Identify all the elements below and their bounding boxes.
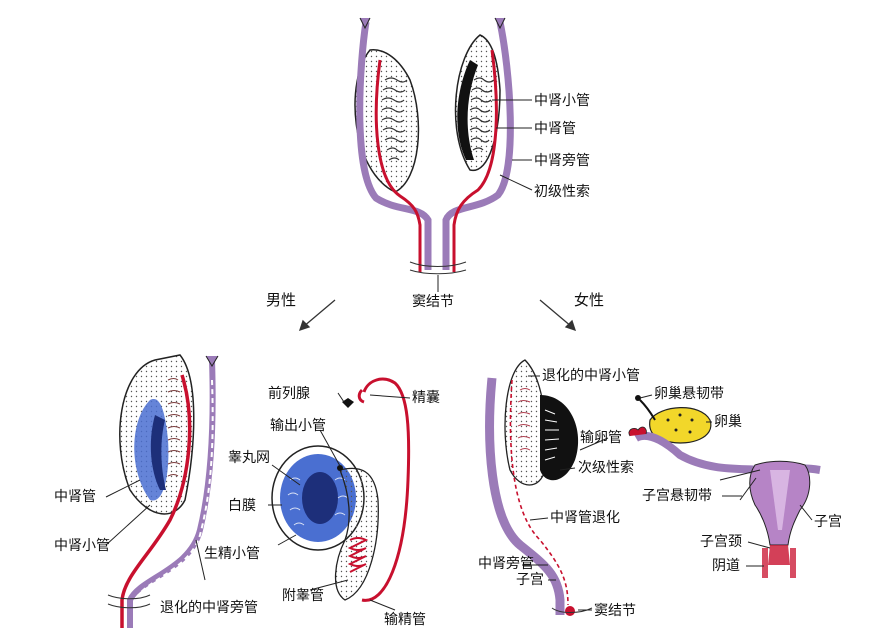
label-rete-testis: 睾丸网 [228, 450, 270, 466]
right-paramesonephric [442, 21, 514, 270]
label-ovarian-suspensory-ligament: 卵巢悬韧带 [654, 386, 724, 402]
left-mesonephros [354, 49, 420, 193]
right-tubules [469, 77, 495, 151]
label-male-mesonephric-tubule: 中肾小管 [54, 538, 110, 554]
label-tunica-albuginea: 白膜 [228, 498, 256, 514]
branch-arrows [298, 299, 577, 332]
left-mesonephric [374, 59, 422, 272]
label-ovary: 卵巢 [714, 414, 742, 430]
label-top-mesonephric-tubule: 中肾小管 [534, 93, 590, 109]
label-vagina: 阴道 [712, 558, 740, 574]
label-prostate: 前列腺 [268, 386, 310, 402]
male-leaders [105, 392, 411, 611]
label-seminiferous-tubule: 生精小管 [204, 546, 260, 562]
label-uterus: 子宫 [814, 514, 842, 530]
left-tubules [381, 77, 408, 161]
label-cervix: 子宫颈 [700, 534, 742, 550]
label-degenerated-mesonephric-duct: 中肾管退化 [550, 510, 620, 526]
label-efferent-ductule: 输出小管 [270, 418, 326, 434]
label-female-paramesonephric-duct: 中肾旁管 [478, 556, 534, 572]
label-oviduct: 输卵管 [580, 430, 622, 446]
right-mesonephric [452, 49, 498, 272]
top-leaders [492, 99, 533, 191]
label-epididymis: 附睾管 [282, 588, 324, 604]
female-development [485, 359, 821, 616]
label-secondary-sex-cord: 次级性索 [578, 460, 634, 476]
label-top-primary-sex-cord: 初级性索 [534, 184, 590, 200]
label-seminal-vesicle: 精囊 [412, 390, 440, 406]
label-vas-deferens: 输精管 [384, 612, 426, 628]
indifferent-stage [354, 17, 533, 292]
male-development [105, 354, 411, 628]
label-top-mesonephric-duct: 中肾管 [534, 121, 576, 137]
label-female-sinus-tubercle: 窦结节 [594, 603, 636, 619]
label-male-degenerated-paramesonephric: 退化的中肾旁管 [160, 600, 258, 616]
label-top-paramesonephric-duct: 中肾旁管 [534, 153, 590, 169]
label-female-uterus-small: 子宫 [516, 572, 544, 588]
label-degenerated-mesonephric-tubule: 退化的中肾小管 [542, 368, 640, 384]
female-leaders [522, 375, 813, 611]
label-round-ligament: 子宫悬韧带 [642, 488, 712, 504]
label-female: 女性 [574, 291, 605, 309]
label-top-sinus-tubercle: 窦结节 [412, 294, 454, 310]
label-male-mesonephric-duct: 中肾管 [54, 489, 96, 505]
label-male: 男性 [266, 291, 297, 309]
